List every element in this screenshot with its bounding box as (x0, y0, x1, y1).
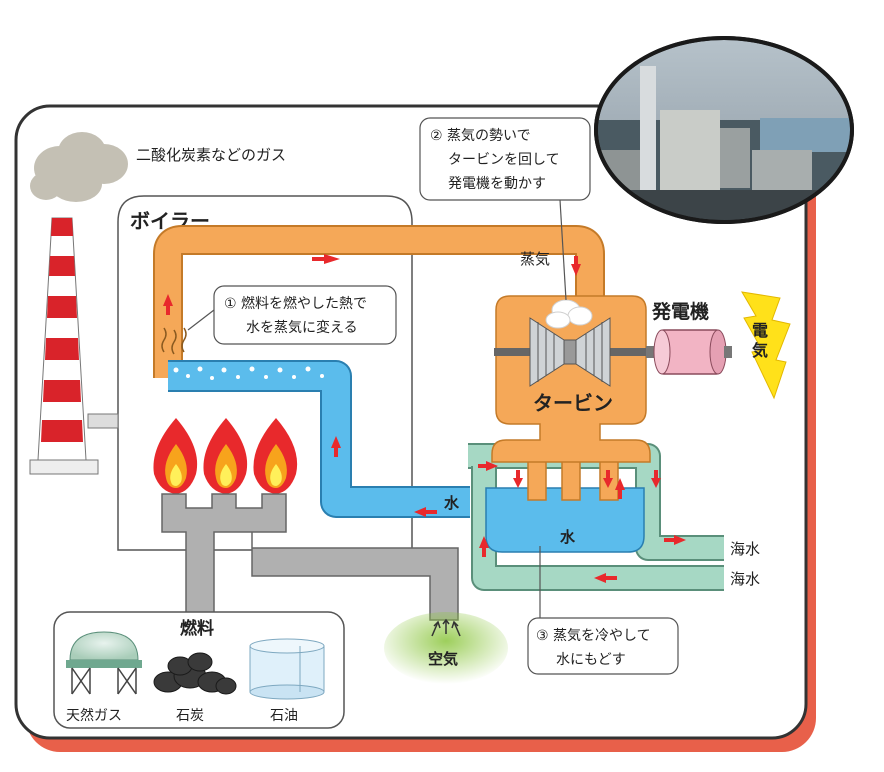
coal-label: 石炭 (176, 708, 204, 724)
natural-gas-label: 天然ガス (66, 707, 122, 724)
oil-tank-icon (249, 638, 325, 700)
svg-text:① 燃料を燃やした熱で: ① 燃料を燃やした熱で (224, 295, 367, 312)
flames (153, 418, 298, 494)
air-glow (384, 612, 508, 684)
svg-text:発電機を動かす: 発電機を動かす (448, 176, 546, 192)
seawater-out-label: 海水 (730, 540, 760, 558)
turbine-label: タービン (533, 391, 613, 415)
natural-gas-tank-icon (66, 631, 142, 695)
oil-label: 石油 (270, 708, 298, 724)
water-pipe-label: 水 (444, 494, 460, 512)
coal-pile-icon (153, 652, 237, 695)
electricity-label-1: 電気 (752, 321, 768, 360)
callout-step2: ② 蒸気の勢いで タービンを回して 発電機を動かす (419, 117, 591, 301)
air-label: 空気 (428, 650, 458, 668)
chimney (29, 217, 119, 475)
power-plant-photo (594, 36, 854, 224)
fuel-label: 燃料 (180, 618, 214, 639)
water-bubbles (173, 366, 324, 380)
svg-text:水にもどす: 水にもどす (556, 652, 626, 668)
generator (646, 329, 732, 375)
svg-text:水を蒸気に変える: 水を蒸気に変える (246, 319, 358, 336)
seawater-in-label: 海水 (730, 570, 760, 588)
svg-text:タービンを回して: タービンを回して (448, 152, 560, 168)
steam-label: 蒸気 (520, 250, 550, 268)
flow-arrows (163, 254, 686, 583)
gas-label: 二酸化炭素などのガス (136, 146, 286, 164)
turbine-rotor (494, 317, 662, 387)
callout-step3: ③ 蒸気を冷やして 水にもどす (527, 546, 679, 675)
steam-pipe (155, 227, 603, 378)
smoke-cloud (30, 132, 128, 202)
condenser-water-label: 水 (560, 528, 576, 546)
svg-text:③ 蒸気を冷やして: ③ 蒸気を冷やして (536, 628, 651, 644)
callout-step1: ① 燃料を燃やした熱で 水を蒸気に変える (187, 285, 397, 345)
air-arrows-icon (431, 618, 461, 637)
lightning-icon (741, 291, 791, 400)
condenser-water (485, 487, 645, 553)
heat-wave-icon (161, 327, 187, 355)
generator-label: 発電機 (651, 300, 709, 323)
svg-text:② 蒸気の勢いで: ② 蒸気の勢いで (430, 128, 531, 144)
